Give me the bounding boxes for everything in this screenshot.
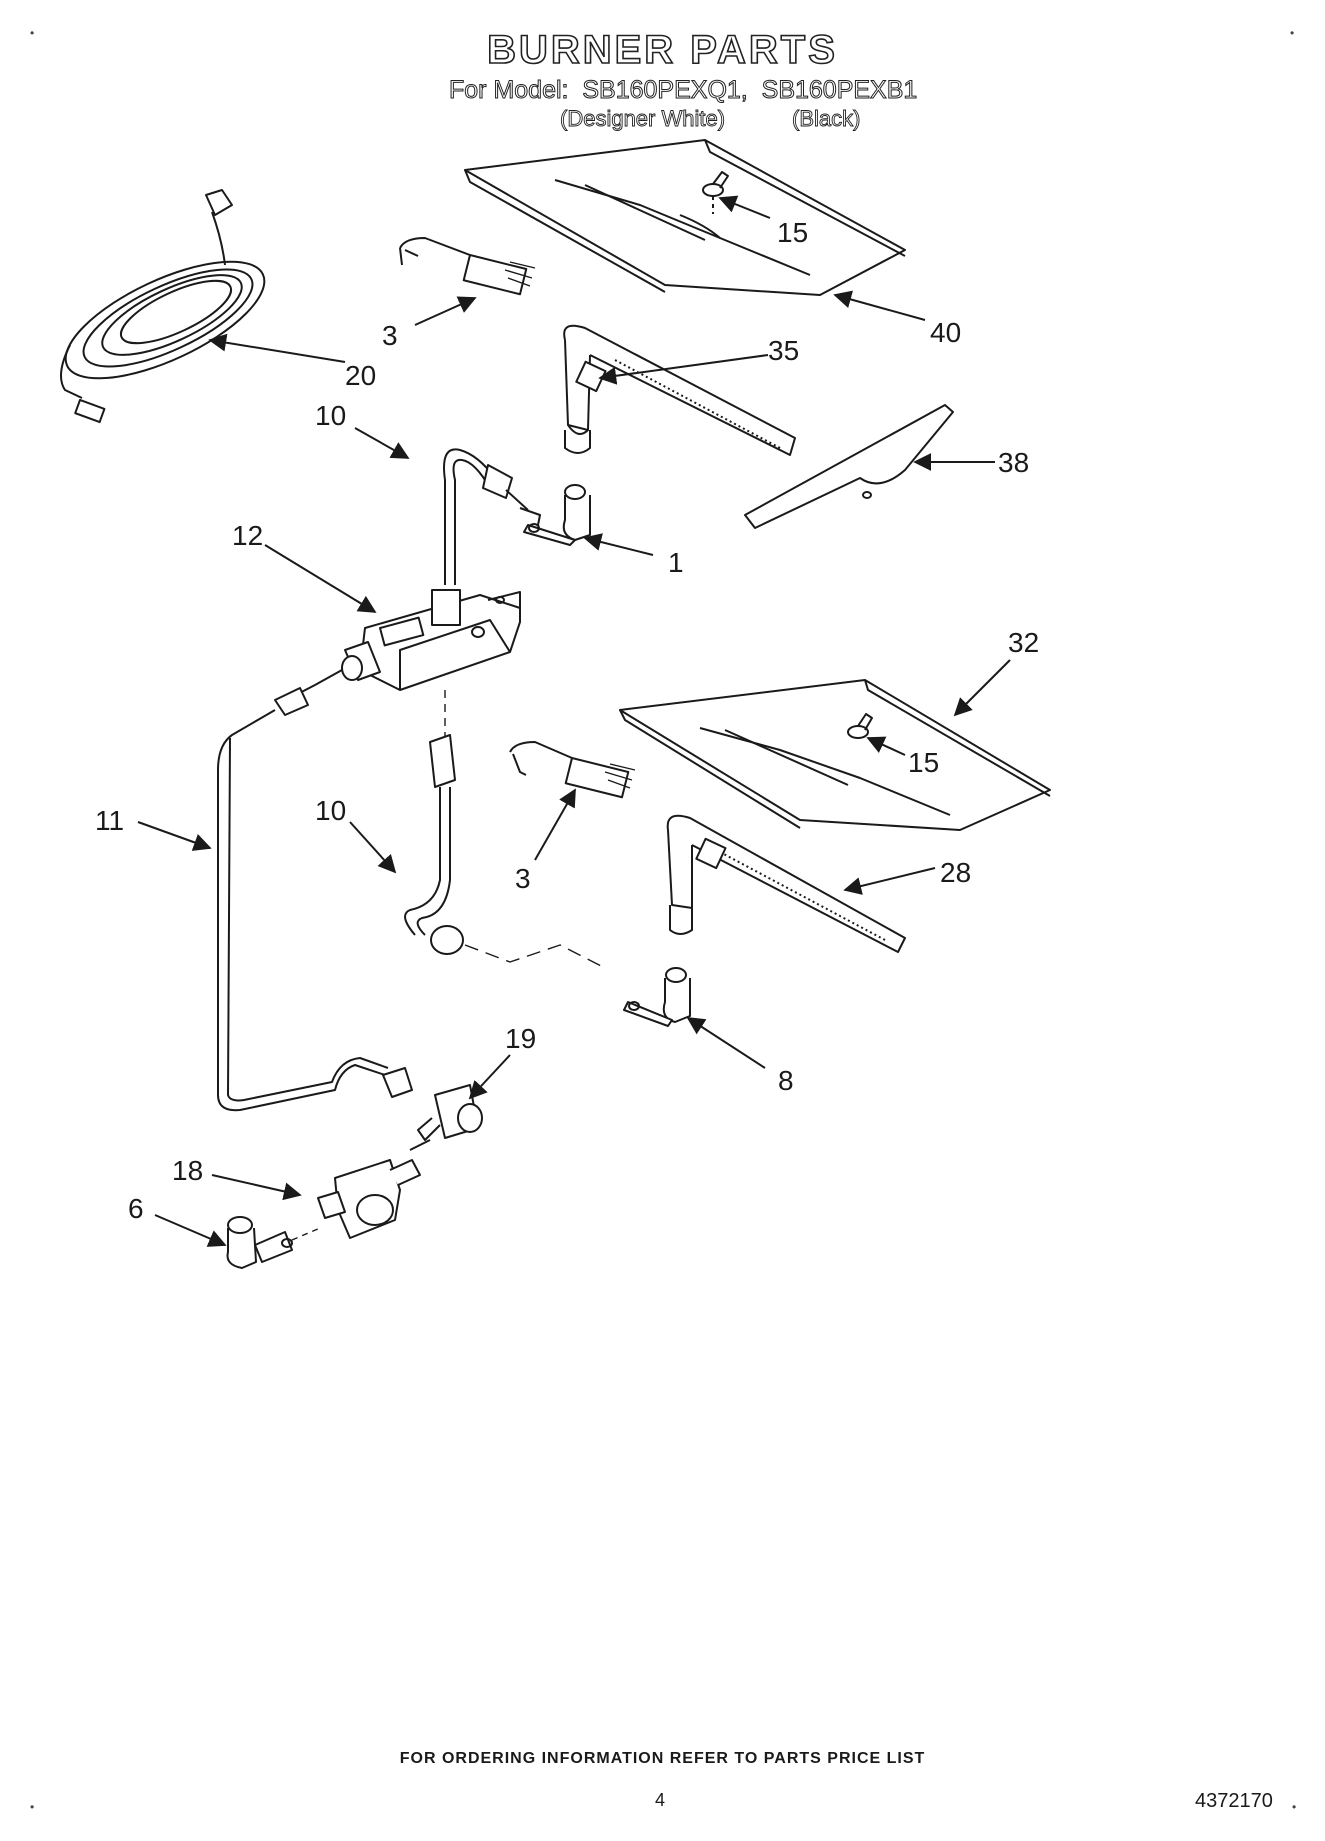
callout-40: 40 bbox=[930, 317, 961, 348]
lower-orifice-elbow bbox=[623, 967, 691, 1027]
upper-heat-deflector bbox=[464, 139, 906, 296]
main-gas-tubing bbox=[217, 669, 413, 1112]
page-number: 4 bbox=[655, 1790, 666, 1810]
callout-15-upper: 15 bbox=[777, 217, 808, 248]
page-title: BURNER PARTS bbox=[486, 27, 838, 73]
registration-mark: • bbox=[1292, 1800, 1297, 1814]
callout-10-upper: 10 bbox=[315, 400, 346, 431]
callout-35: 35 bbox=[768, 335, 799, 366]
callout-8: 8 bbox=[778, 1065, 794, 1096]
leader-arrows bbox=[137, 195, 1011, 1247]
callout-20: 20 bbox=[345, 360, 376, 391]
lower-heat-deflector bbox=[619, 679, 1051, 831]
upper-tubing bbox=[443, 448, 529, 585]
callout-15-lower: 15 bbox=[908, 747, 939, 778]
gas-valve bbox=[341, 589, 521, 760]
callout-12: 12 bbox=[232, 520, 263, 551]
registration-mark: • bbox=[30, 26, 35, 40]
lower-burner bbox=[666, 814, 906, 953]
registration-mark: • bbox=[1290, 26, 1295, 40]
callout-1: 1 bbox=[668, 547, 684, 578]
callout-18: 18 bbox=[172, 1155, 203, 1186]
callout-3-upper: 3 bbox=[382, 320, 398, 351]
upper-orifice-elbow bbox=[519, 484, 591, 546]
callout-19: 19 bbox=[505, 1023, 536, 1054]
callout-32: 32 bbox=[1008, 627, 1039, 658]
power-cord bbox=[60, 189, 266, 424]
document-number: 4372170 bbox=[1195, 1790, 1273, 1812]
model-numbers: For Model: SB160PEXQ1, SB160PEXB1 bbox=[448, 76, 918, 105]
variant-black: (Black) bbox=[792, 106, 861, 132]
pressure-regulator bbox=[317, 1139, 431, 1239]
ordering-note: FOR ORDERING INFORMATION REFER TO PARTS … bbox=[399, 1750, 926, 1767]
registration-mark: • bbox=[30, 1800, 35, 1814]
lower-igniter bbox=[509, 741, 636, 799]
callout-6: 6 bbox=[128, 1193, 144, 1224]
callout-10-lower: 10 bbox=[315, 795, 346, 826]
upper-wing-clip bbox=[702, 171, 729, 214]
upper-burner bbox=[563, 324, 796, 456]
upper-igniter bbox=[399, 237, 536, 296]
lower-tubing bbox=[404, 734, 606, 969]
callout-11: 11 bbox=[95, 805, 124, 836]
regulator-fitting bbox=[417, 1084, 483, 1141]
inlet-elbow bbox=[226, 1216, 321, 1269]
variant-designer-white: (Designer White) bbox=[560, 106, 726, 132]
callout-28: 28 bbox=[940, 857, 971, 888]
callout-3-lower: 3 bbox=[515, 863, 531, 894]
lower-wing-clip bbox=[847, 713, 873, 739]
callout-38: 38 bbox=[998, 447, 1029, 478]
flame-spreader bbox=[744, 404, 954, 529]
